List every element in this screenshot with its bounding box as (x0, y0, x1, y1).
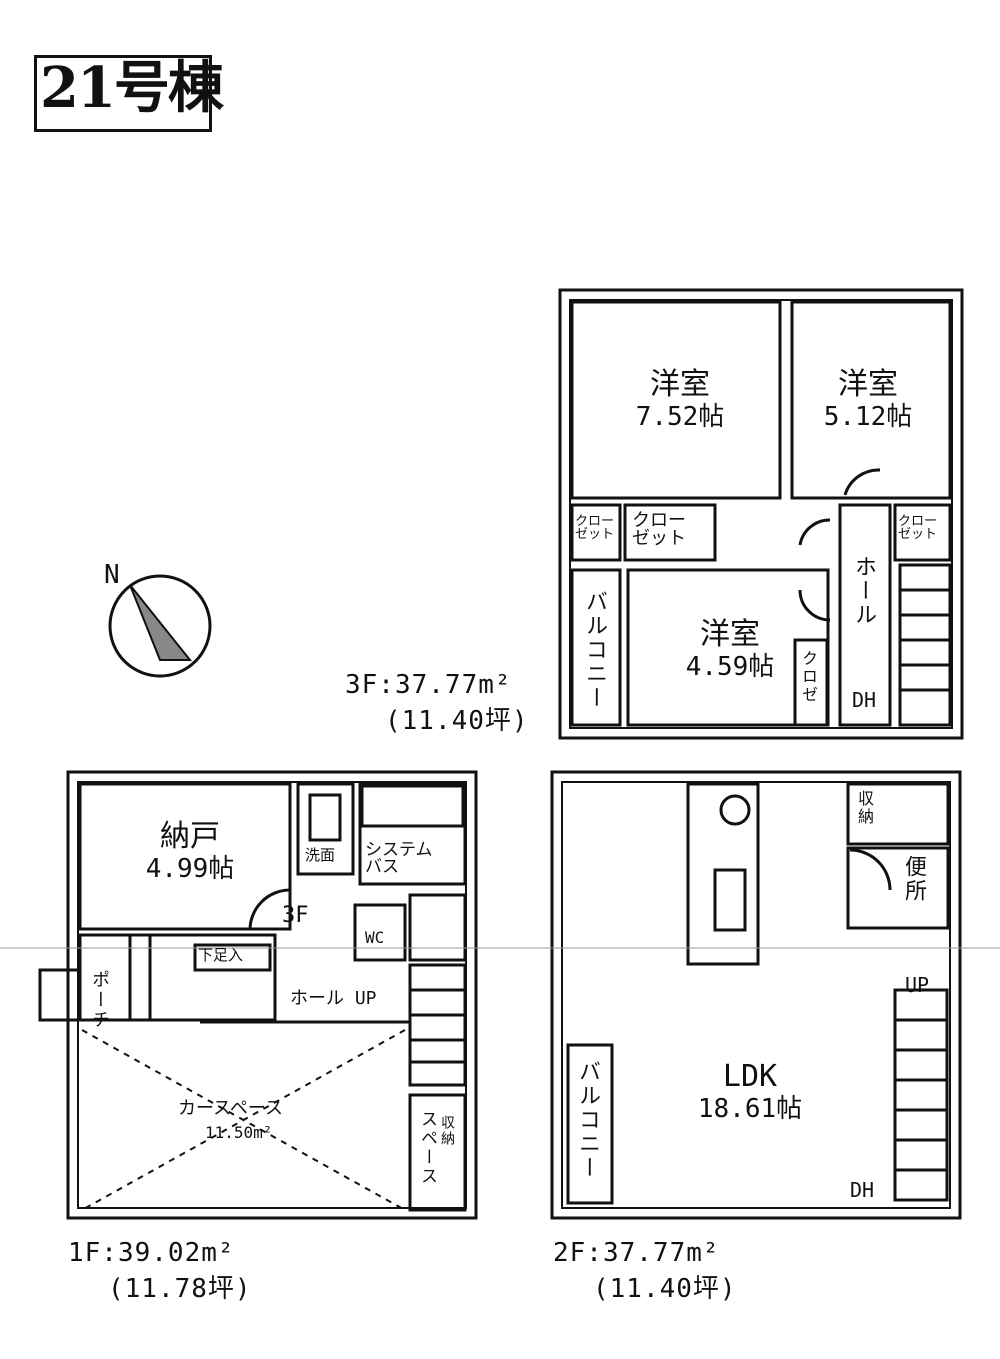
floor1-area-line: 1F:39.02m² (68, 1238, 235, 1268)
floor3-closet-2: クロー ゼット (632, 510, 686, 549)
floor3-room-2-name: 洋室 (838, 367, 898, 402)
floor2-ldk-area: 18.61帖 (697, 1094, 803, 1124)
floor2-storage-label: 収納 (855, 790, 874, 826)
floor2-ldk: LDK 18.61帖 (680, 1059, 820, 1124)
floor3-room-3: 洋室 4.59帖 (670, 617, 790, 682)
floor2-ldk-name: LDK (722, 1059, 778, 1094)
compass-circle (108, 574, 212, 678)
floor3-room-1: 洋室 7.52帖 (620, 367, 740, 432)
floor1-walls (38, 770, 478, 1220)
floor3-hall-label: ホール (851, 555, 876, 627)
floor1-wc-label: WC (365, 928, 385, 947)
car-space-cross (81, 1029, 406, 1211)
compass-north-label: N (104, 560, 120, 590)
floor3-dh-label: DH (852, 688, 877, 712)
floor3-room-1-name: 洋室 (650, 367, 710, 402)
compass-needle (129, 584, 193, 661)
floor3-small-closet-label: クロゼ (799, 650, 818, 704)
floor3-room-2-area: 5.12帖 (823, 402, 913, 432)
floor3-area-line: 3F:37.77m² (345, 670, 512, 700)
floor3-balcony-label: バルコニー (582, 590, 607, 710)
floor3-room-1-area: 7.52帖 (635, 402, 725, 432)
floor2-up-label: UP (905, 973, 930, 997)
floor3-closet-1: クロー ゼット (575, 514, 615, 542)
floor1-porch-label: ポーチ (89, 970, 110, 1030)
floor1-car-area-label: 11.50m² (205, 1123, 273, 1142)
floor3-room-3-area: 4.59帖 (685, 652, 775, 682)
floor1-bath-label: システム バス (365, 840, 433, 877)
floor2-walls (550, 770, 962, 1220)
floor1-storage-room-name: 納戸 (160, 819, 220, 854)
floor2-wc-label: 便所 (901, 855, 926, 903)
floor1-to3f-label: 3F (282, 903, 309, 928)
floor1-hall-up-label: ホール UP (290, 988, 377, 1009)
floor1-space-label: スペース (417, 1110, 437, 1186)
floor1-shoes-label: 下足入 (198, 946, 244, 964)
floor3-closet-3: クロー ゼット (898, 514, 938, 542)
floor2-area-line: 2F:37.77m² (553, 1238, 720, 1268)
floor2-tsubo-line: (11.40坪) (593, 1274, 737, 1304)
floor3-walls (558, 288, 964, 740)
floor1-wash-label: 洗面 (305, 846, 336, 864)
floor1-storage-room-area: 4.99帖 (145, 854, 235, 884)
floor1-car-space-label: カースペース (178, 1098, 283, 1119)
floor3-room-3-name: 洋室 (700, 617, 760, 652)
floor1-tsubo-line: (11.78坪) (108, 1274, 252, 1304)
floor3-tsubo-line: (11.40坪) (385, 706, 529, 736)
floor2-dh-label: DH (850, 1178, 875, 1202)
floor3-room-2: 洋室 5.12帖 (808, 367, 928, 432)
title-box (34, 55, 212, 132)
floor2-balcony-label: バルコニー (575, 1060, 600, 1180)
floor1-storage-room: 納戸 4.99帖 (130, 819, 250, 884)
floor1-storage-box-label: 収納 (439, 1115, 455, 1147)
building-title: 21号棟 (40, 55, 224, 121)
